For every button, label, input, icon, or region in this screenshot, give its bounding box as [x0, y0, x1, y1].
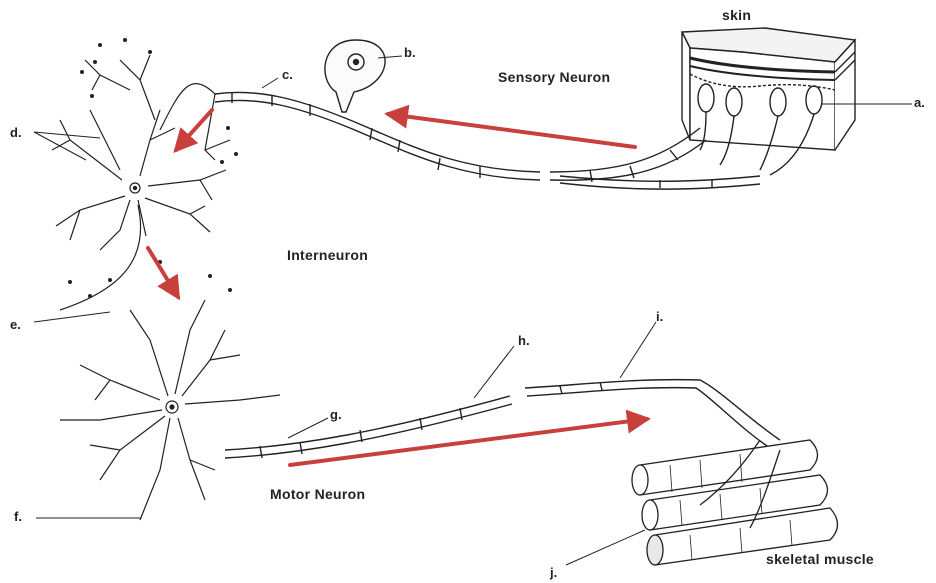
arrow-skin-to-sensory [388, 114, 635, 147]
sensory-cell-body [325, 40, 385, 112]
motor-dendrite-bulbs [68, 260, 232, 298]
skeletal-muscle [632, 440, 838, 565]
label-j: j. [550, 566, 557, 579]
interneuron [52, 55, 230, 310]
label-f: f. [14, 510, 22, 523]
label-d: d. [10, 126, 22, 139]
label-g: g. [330, 408, 342, 421]
skin-title: skin [722, 8, 751, 22]
motor-axon [225, 380, 780, 458]
label-i: i. [656, 310, 663, 323]
label-b: b. [404, 46, 416, 59]
arrow-interneuron-to-motor [148, 248, 178, 297]
label-h: h. [518, 334, 530, 347]
label-c: c. [282, 68, 293, 81]
label-j-leader [566, 530, 645, 565]
arrow-motor-to-muscle [290, 419, 647, 465]
interneuron-title: Interneuron [287, 248, 368, 262]
sensory-neuron-title: Sensory Neuron [498, 70, 610, 84]
skeletal-muscle-title: skeletal muscle [766, 552, 874, 566]
sensory-axon [215, 92, 760, 189]
motor-neuron [60, 300, 280, 520]
label-a: a. [914, 96, 925, 109]
motor-neuron-title: Motor Neuron [270, 487, 365, 501]
label-e: e. [10, 318, 21, 331]
skin-block [682, 28, 855, 175]
label-ghi-leaders [288, 322, 656, 438]
label-c-leader [262, 78, 278, 88]
label-motor-leaders [34, 312, 140, 518]
